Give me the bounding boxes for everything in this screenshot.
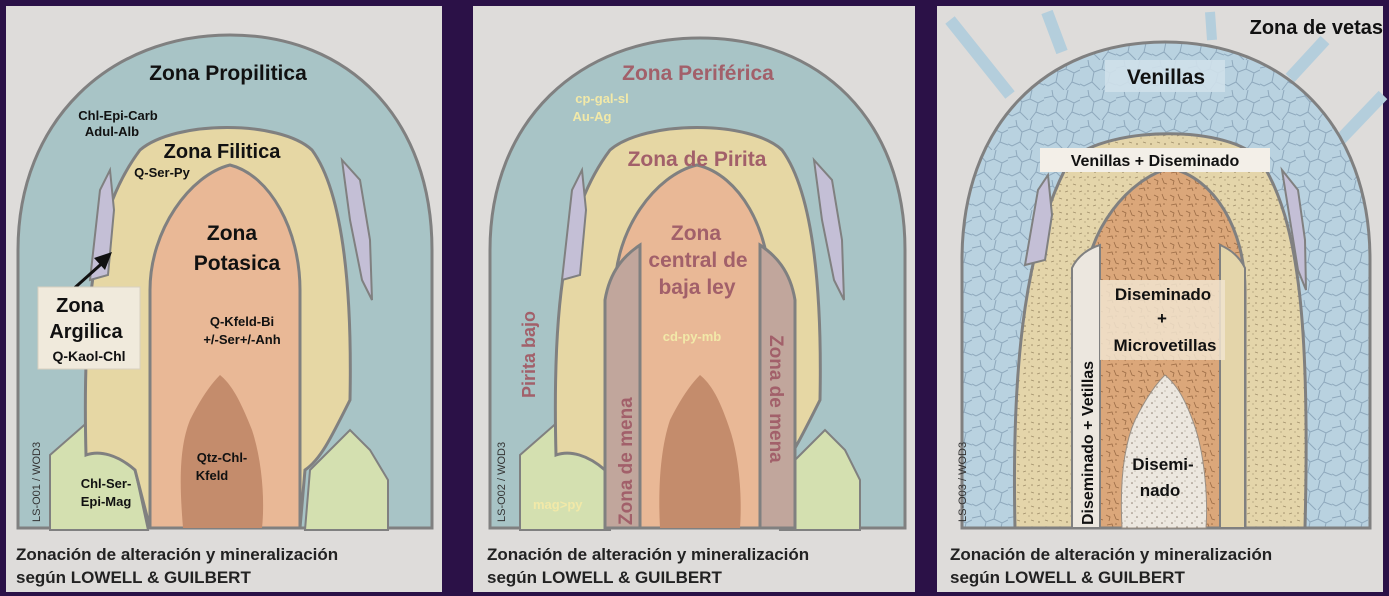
label-potasica: Potasica	[194, 252, 281, 275]
label-au-ag: Au-Ag	[573, 109, 612, 124]
label-zona-propilitica: Zona Propilitica	[149, 62, 307, 85]
panel-3-caption-line-2: según LOWELL & GUILBERT	[950, 568, 1185, 587]
label-zona-central: Zona	[671, 222, 721, 245]
panel-1-caption-line-2: según LOWELL & GUILBERT	[16, 568, 251, 587]
label-zona-filitica: Zona Filitica	[164, 141, 282, 163]
label-qtz-chl: Qtz-Chl-	[197, 450, 248, 465]
label-q-kaol-chl: Q-Kaol-Chl	[52, 348, 125, 364]
label-q-ser-py: Q-Ser-Py	[134, 165, 190, 180]
panel-3-code: LS-O03 / WOD3	[957, 442, 969, 522]
label-zona-mena-left: Zona de mena	[616, 397, 637, 525]
label-zona-de-vetas: Zona de vetas	[1250, 17, 1383, 39]
label-venillas: Venillas	[1127, 66, 1205, 89]
panel-2: Zona Periférica cp-gal-sl Au-Ag Zona de …	[473, 6, 915, 592]
vein-5	[1210, 12, 1212, 40]
label-zona-de-pirita: Zona de Pirita	[628, 148, 767, 171]
panel-2-code: LS-O02 / WOD3	[496, 442, 508, 522]
label-argilica: Argilica	[49, 321, 123, 343]
label-disemi: Disemi-	[1132, 455, 1193, 474]
panel-1: Zona Propilitica Chl-Epi-Carb Adul-Alb Z…	[6, 6, 442, 592]
label-central-de: central de	[648, 249, 747, 272]
panel-1-code: LS-O01 / WOD3	[31, 442, 43, 522]
label-q-kfeld-bi: Q-Kfeld-Bi	[210, 314, 274, 329]
label-cp-gal-sl: cp-gal-sl	[575, 91, 628, 106]
label-microvetillas: Microvetillas	[1114, 336, 1217, 355]
label-argilica-zona: Zona	[56, 295, 105, 317]
label-pirita-bajo: Pirita bajo	[519, 311, 539, 398]
label-venillas-diseminado: Venillas + Diseminado	[1071, 153, 1240, 170]
label-baja-ley: baja ley	[658, 276, 735, 299]
label-diseminado-vetillas: Diseminado + Vetillas	[1080, 361, 1097, 525]
label-zona-periferica: Zona Periférica	[622, 62, 774, 85]
label-adul-alb: Adul-Alb	[85, 124, 139, 139]
panel-3: Zona de vetas Venillas Venillas + Disemi…	[937, 6, 1383, 592]
label-chl-epi-carb: Chl-Epi-Carb	[78, 108, 158, 123]
panel-2-caption-line-2: según LOWELL & GUILBERT	[487, 568, 722, 587]
label-cd-py-mb: cd-py-mb	[663, 329, 722, 344]
panel-3-caption-line-1: Zonación de alteración y mineralización	[950, 545, 1272, 564]
label-epi-mag: Epi-Mag	[81, 494, 132, 509]
label-zona-mena-right: Zona de mena	[765, 335, 786, 463]
label-chl-ser: Chl-Ser-	[81, 476, 132, 491]
label-mag-py: mag>py	[533, 497, 583, 512]
label-zona: Zona	[207, 222, 257, 245]
panel-2-caption-line-1: Zonación de alteración y mineralización	[487, 545, 809, 564]
label-nado: nado	[1140, 481, 1181, 500]
label-diseminado: Diseminado	[1115, 285, 1211, 304]
label-plus: +	[1157, 309, 1167, 328]
panel-1-caption-line-1: Zonación de alteración y mineralización	[16, 545, 338, 564]
label-kfeld: Kfeld	[196, 468, 229, 483]
label-ser-anh: +/-Ser+/-Anh	[203, 332, 280, 347]
